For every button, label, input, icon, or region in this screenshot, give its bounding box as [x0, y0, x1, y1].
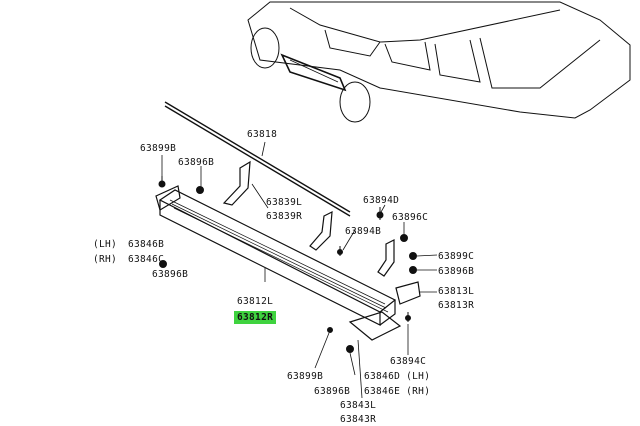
leader-lines	[161, 155, 438, 399]
end-caps	[155, 185, 421, 341]
label-63899b-top: 63899B	[140, 143, 177, 154]
label-side-rh: (RH)	[93, 254, 118, 265]
label-side-lh: (LH)	[93, 239, 118, 250]
label-63846c: 63846C	[128, 254, 165, 265]
label-63843l: 63843L	[340, 400, 377, 411]
label-63846d: 63846D (LH)	[364, 371, 431, 382]
label-63896b-bottom: 63896B	[314, 386, 351, 397]
label-63896b-top: 63896B	[178, 157, 215, 168]
vehicle-outline	[247, 1, 631, 123]
label-63812r: 63812R	[234, 311, 277, 324]
label-63894c: 63894C	[390, 356, 427, 367]
label-63818: 63818	[247, 129, 278, 140]
label-63846e: 63846E (RH)	[364, 386, 431, 397]
label-63813r: 63813R	[438, 300, 475, 311]
weatherstrip-63818	[164, 101, 351, 217]
label-63846b: 63846B	[128, 239, 165, 250]
label-63812l: 63812L	[237, 296, 274, 307]
label-63899c: 63899C	[438, 251, 475, 262]
label-63843r: 63843R	[340, 414, 377, 425]
label-63899b-bottom: 63899B	[287, 371, 324, 382]
label-63894b: 63894B	[345, 226, 382, 237]
label-63896b-left: 63896B	[152, 269, 189, 280]
label-63896b-right: 63896B	[438, 266, 475, 277]
fasteners	[158, 176, 417, 353]
label-63894d: 63894D	[363, 195, 400, 206]
label-63839r: 63839R	[266, 211, 303, 222]
label-63896c: 63896C	[392, 212, 429, 223]
bracket-63839	[222, 160, 395, 277]
running-board	[158, 189, 397, 326]
label-63813l: 63813L	[438, 286, 475, 297]
label-63839l: 63839L	[266, 197, 303, 208]
